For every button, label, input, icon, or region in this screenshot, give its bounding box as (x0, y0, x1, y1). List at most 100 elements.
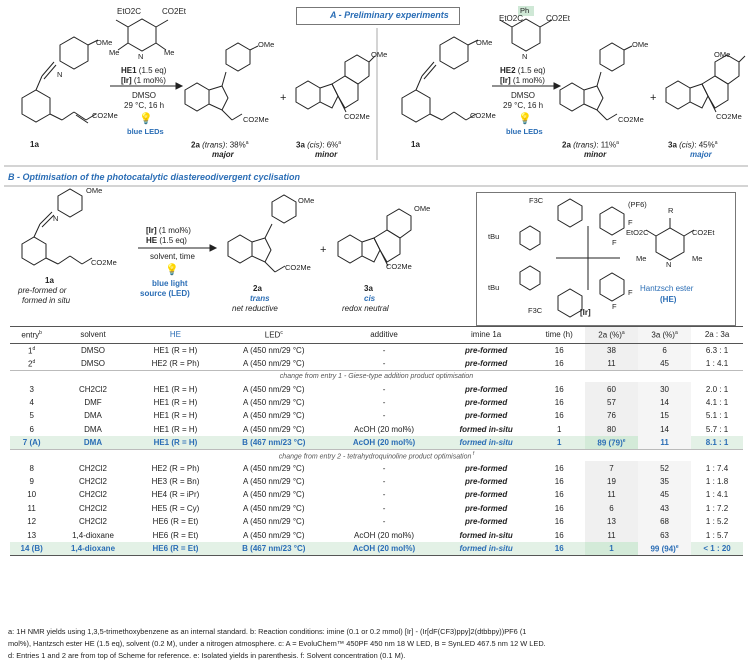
left-reagent1: HE1 (1.5 eq) (121, 66, 167, 75)
scheme-b-structures (21, 188, 695, 318)
he-eto2c: EtO2C (626, 228, 649, 237)
header-time: time (h) (533, 326, 585, 344)
b-sm-note2: formed in situ (22, 296, 71, 305)
table-section-note: change from entry 1 - Giese-type additio… (10, 370, 743, 383)
right-light: blue LEDs (506, 127, 543, 136)
table-cell: HE6 (R = Et) (152, 517, 199, 527)
table-cell: 1 : 5.7 (705, 530, 729, 540)
table-cell: A (450 nm/29 °C) (243, 517, 305, 527)
header-entry: entryb (10, 326, 54, 344)
b-sm-co2me: CO2Me (91, 258, 117, 267)
b-p2-label: 3a (364, 284, 373, 293)
table-cell: 52 (638, 461, 692, 475)
b-light2: source (LED) (140, 289, 190, 298)
b-light1: blue light (152, 279, 188, 288)
optimisation-table: entryb solvent HE LEDc additive imine 1a… (10, 326, 743, 557)
table-cell: 68 (638, 514, 692, 529)
table-cell: A (450 nm/29 °C) (243, 398, 305, 408)
table-cell: - (382, 490, 386, 500)
right-conditions: 29 °C, 16 h (503, 101, 544, 110)
table-cell: DMA (83, 438, 103, 448)
right-p2-co2me: CO2Me (716, 112, 742, 121)
table-cell: A (450 nm/29 °C) (243, 463, 305, 473)
table-cell: 12 (27, 517, 37, 527)
table-cell: A (450 nm/29 °C) (243, 359, 305, 369)
table-cell: 6.3 : 1 (705, 345, 729, 355)
table-cell: DMA (84, 411, 102, 421)
table-cell: 11 (584, 357, 639, 371)
table-cell: pre-formed (465, 490, 508, 500)
b-sm-n: N (53, 214, 59, 223)
table-cell: CH2Cl2 (79, 517, 108, 527)
table-cell: 7 (584, 461, 639, 475)
left-sm-label: 1a (30, 140, 39, 149)
header-additive: additive (329, 326, 439, 344)
footnote-1: a: 1H NMR yields using 1,3,5-trimethoxyb… (8, 627, 527, 636)
he2-co2et-left: EtO2C (499, 14, 524, 23)
ir-f2: F (612, 238, 617, 247)
right-p2-label: 3a (cis): 45%a (668, 140, 718, 150)
table-cell: A (450 nm/29 °C) (243, 490, 305, 500)
table-cell: 38 (584, 343, 639, 358)
table-cell: HE3 (R = Bn) (151, 476, 200, 486)
table-cell: 45 (638, 357, 692, 371)
right-p1-note: minor (584, 150, 607, 159)
footnote-2: mol%), Hantzsch ester HE (1.5 eq), solve… (8, 639, 546, 648)
ir-cf3-top: F3C (529, 196, 544, 205)
table-cell: 6 (638, 343, 692, 358)
table-cell: 16 (554, 384, 564, 394)
table-cell: 6 (584, 501, 639, 515)
ir-tbu-top: tBu (488, 232, 500, 241)
table-cell: 14 (638, 422, 692, 436)
he2-ph: Ph (520, 6, 530, 15)
b-p1-ome: OMe (298, 196, 315, 205)
table-cell: 5.1 : 1 (705, 411, 729, 421)
table-cell: 3 (29, 384, 34, 394)
table-cell: HE1 (R = H) (153, 384, 198, 394)
table-cell: CH2Cl2 (79, 463, 108, 473)
table-cell: 16 (554, 359, 564, 369)
header-imine: imine 1a (438, 326, 534, 344)
table-cell: HE1 (R = H) (153, 438, 198, 448)
table-cell: HE1 (R = H) (153, 424, 198, 434)
b-solvent-time: solvent, time (150, 252, 195, 261)
left-bulb-icon: 💡 (139, 113, 153, 125)
table-cell: CH2Cl2 (79, 490, 108, 500)
he-label1: Hantzsch ester (640, 284, 694, 293)
right-p1-ome: OMe (632, 40, 649, 49)
table-cell: HE4 (R = iPr) (151, 490, 200, 500)
right-solvent: DMSO (511, 91, 535, 100)
section-b-title: B - Optimisation of the photocatalytic d… (8, 172, 301, 182)
header-ratio: 2a : 3a (691, 326, 743, 344)
left-p2-ome: OMe (371, 50, 388, 59)
table-cell: 16 (554, 476, 564, 486)
table-cell: pre-formed (465, 384, 508, 394)
table-cell: formed in-situ (459, 424, 513, 434)
he1-nh: N (138, 52, 144, 61)
table-cell: pre-formed (465, 411, 508, 421)
table-cell: 1 : 4.1 (705, 359, 729, 369)
table-cell: A (450 nm/29 °C) (243, 411, 305, 421)
left-p2-label: 3a (cis): 6%a (296, 140, 342, 150)
table-cell: 11 (584, 488, 639, 502)
right-sm-co2me: CO2Me (470, 111, 496, 120)
table-cell: - (382, 398, 386, 408)
table-cell: CH2Cl2 (79, 503, 108, 513)
table-cell: 89 (79)e (584, 436, 639, 450)
table-cell: 4.1 : 1 (705, 398, 729, 408)
table-cell: - (382, 411, 386, 421)
b-sm-ome: OMe (86, 186, 103, 195)
b-p1-note: net reductive (232, 304, 278, 313)
table-cell: pre-formed (465, 476, 508, 486)
section-a-header (296, 7, 460, 25)
table-cell: 45 (638, 488, 692, 502)
table-cell: 14 (B) (10, 541, 54, 557)
table-cell: A (450 nm/29 °C) (243, 345, 305, 355)
table-cell: 15 (638, 409, 692, 423)
